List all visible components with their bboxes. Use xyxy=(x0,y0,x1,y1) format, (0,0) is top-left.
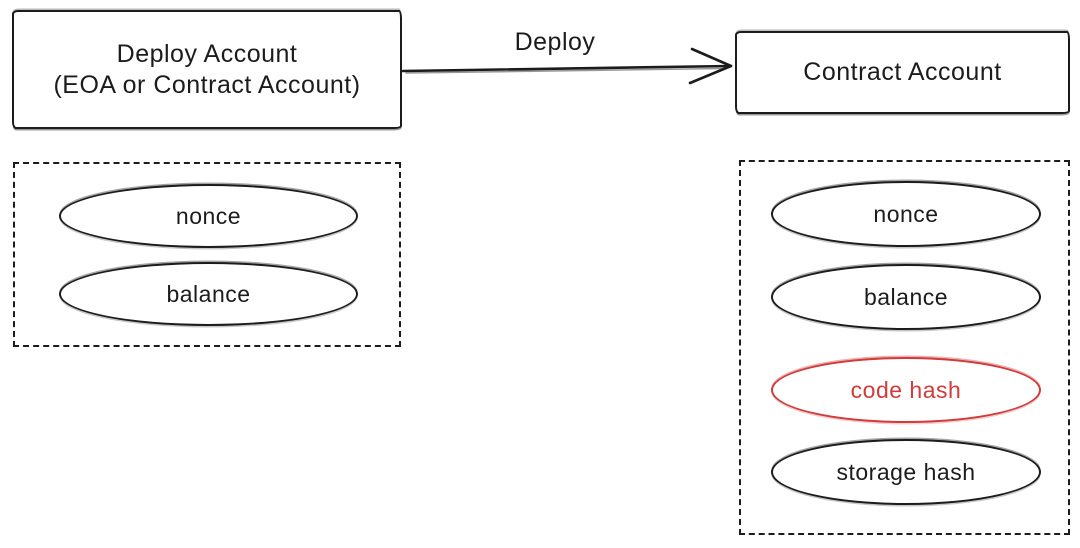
deploy-account-title-line2: (EOA or Contract Account) xyxy=(53,70,361,99)
deploy-field-balance-ellipse: balance xyxy=(59,262,358,326)
contract-field-storage-hash-ellipse: storage hash xyxy=(771,439,1041,505)
deploy-account-fields-group: nonce balance xyxy=(13,162,401,347)
contract-field-balance-label: balance xyxy=(863,283,949,310)
contract-account-title: Contract Account xyxy=(803,58,1002,86)
contract-field-nonce-label: nonce xyxy=(873,200,939,227)
contract-field-nonce-ellipse: nonce xyxy=(771,181,1041,247)
deploy-account-box: Deploy Account (EOA or Contract Account) xyxy=(12,10,402,129)
contract-account-box: Contract Account xyxy=(735,31,1070,114)
contract-account-fields-group: nonce balance code hash storage hash xyxy=(739,160,1070,535)
contract-field-balance-ellipse: balance xyxy=(771,264,1041,330)
deploy-field-nonce-ellipse: nonce xyxy=(59,184,358,248)
deploy-arrow xyxy=(401,47,733,85)
deploy-field-balance-label: balance xyxy=(166,280,251,307)
contract-field-storage-hash-label: storage hash xyxy=(836,458,976,485)
contract-field-code-hash-ellipse: code hash xyxy=(771,357,1041,423)
deploy-field-nonce-label: nonce xyxy=(175,202,242,229)
deploy-arrow-label: Deploy xyxy=(514,28,596,56)
deploy-account-title-line1: Deploy Account xyxy=(116,39,298,68)
contract-field-code-hash-label: code hash xyxy=(850,376,962,403)
